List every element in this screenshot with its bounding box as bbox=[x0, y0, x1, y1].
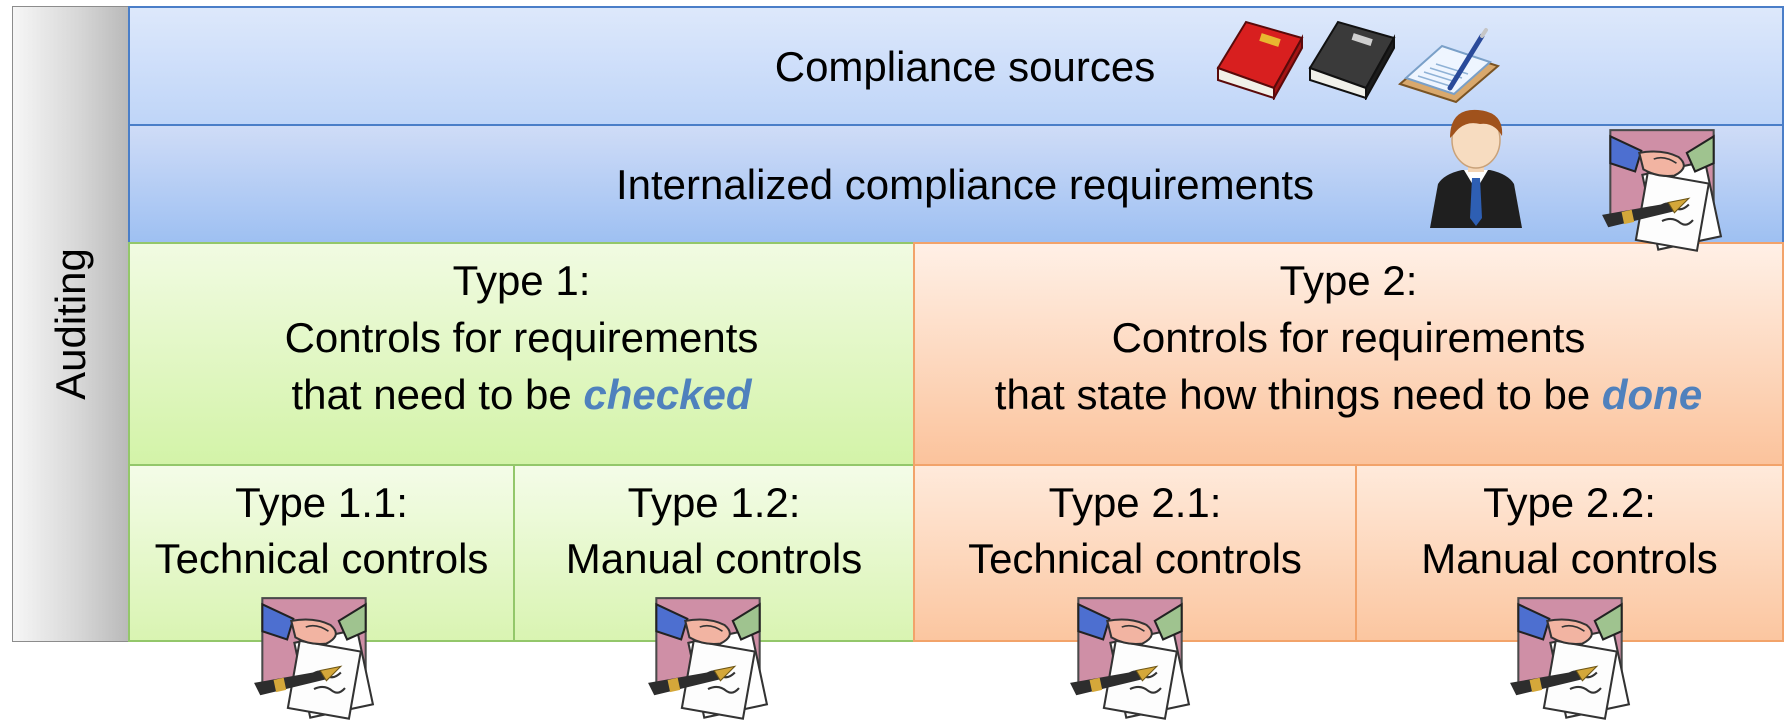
type-2-box: Type 2: Controls for requirements that s… bbox=[913, 242, 1784, 466]
type-1-line2: that need to be checked bbox=[130, 366, 913, 423]
type-1-1-title: Type 1.1: bbox=[235, 479, 408, 526]
type-1-title: Type 1: bbox=[452, 257, 591, 304]
type-2-emphasis: done bbox=[1601, 371, 1703, 418]
type-1-2-title: Type 1.2: bbox=[627, 479, 801, 526]
black-book-icon bbox=[1308, 20, 1396, 100]
type-1-2-label: Manual controls bbox=[565, 535, 863, 582]
type-2-line2: that state how things need to be done bbox=[915, 366, 1782, 423]
type-2-line1: Controls for requirements bbox=[1111, 314, 1586, 361]
handshake-contract-icon bbox=[646, 597, 768, 720]
businessman-icon bbox=[1430, 109, 1522, 228]
compliance-sources-label: Compliance sources bbox=[774, 43, 1156, 90]
handshake-contract-icon bbox=[1600, 129, 1722, 252]
type-1-1-label: Technical controls bbox=[154, 535, 489, 582]
red-book-icon bbox=[1216, 20, 1304, 100]
type-2-1-label: Technical controls bbox=[968, 535, 1302, 582]
type-1-emphasis: checked bbox=[583, 371, 752, 418]
internalized-requirements-box: Internalized compliance requirements bbox=[128, 124, 1784, 244]
handshake-contract-icon bbox=[1508, 597, 1630, 720]
type-1-line2-prefix: that need to be bbox=[291, 371, 584, 418]
type-2-title: Type 2: bbox=[1279, 257, 1418, 304]
type-2-1-title: Type 2.1: bbox=[1048, 479, 1222, 526]
internalized-requirements-label: Internalized compliance requirements bbox=[615, 161, 1315, 208]
auditing-bar: Auditing bbox=[12, 6, 130, 642]
handshake-contract-icon bbox=[252, 597, 374, 720]
type-2-2-label: Manual controls bbox=[1421, 535, 1718, 582]
type-1-box: Type 1: Controls for requirements that n… bbox=[128, 242, 915, 466]
auditing-label: Auditing bbox=[47, 248, 94, 400]
compliance-sources-box: Compliance sources bbox=[128, 6, 1784, 126]
type-2-line2-prefix: that state how things need to be bbox=[994, 371, 1602, 418]
type-1-line1: Controls for requirements bbox=[284, 314, 759, 361]
type-2-2-title: Type 2.2: bbox=[1483, 479, 1656, 526]
handshake-contract-icon bbox=[1068, 597, 1190, 720]
notebook-pen-icon bbox=[1397, 28, 1501, 104]
